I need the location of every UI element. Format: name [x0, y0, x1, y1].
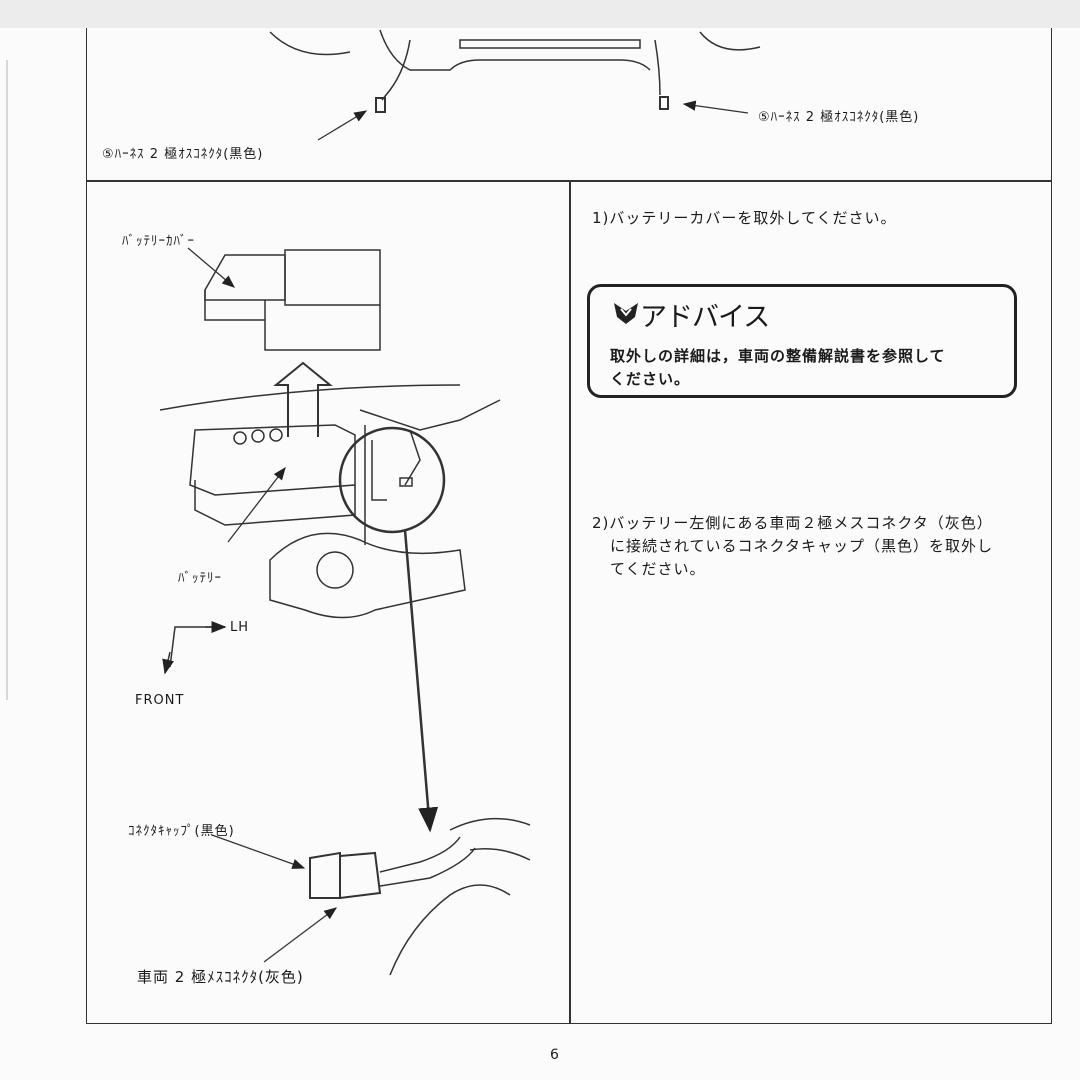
advice-icon	[614, 303, 638, 324]
page-edge-mark	[6, 60, 8, 700]
vehicle-underbody-sketch	[269, 29, 761, 71]
document-page	[0, 28, 1080, 1080]
left-connector-label: ⑤ﾊｰﾈｽ 2 極ｵｽｺﾈｸﾀ(黒色)	[102, 147, 264, 162]
battery-cover-label: ﾊﾞｯﾃﾘｰｶﾊﾞｰ	[122, 234, 195, 249]
advice-box: アドバイス 取外しの詳細は，車両の整備解説書を参照して ください。	[587, 284, 1017, 398]
step-1-number: 1)	[592, 209, 610, 227]
step-1: 1)バッテリーカバーを取外してください。	[592, 207, 897, 230]
right-connector-label: ⑤ﾊｰﾈｽ 2 極ｵｽｺﾈｸﾀ(黒色)	[758, 110, 920, 125]
column-divider	[569, 181, 571, 1024]
advice-text: 取外しの詳細は，車両の整備解説書を参照して ください。	[610, 345, 1010, 391]
advice-text-line-2: ください。	[610, 370, 691, 388]
step-2-text-line-3: てください。	[610, 560, 706, 578]
step-2-text-line-1: バッテリー左側にある車両２極メスコネクタ（灰色）	[609, 514, 993, 532]
left-connector-icon	[375, 97, 386, 113]
step-1-text: バッテリーカバーを取外してください。	[609, 209, 897, 227]
right-connector-icon	[659, 96, 669, 110]
direction-indicator	[169, 626, 225, 668]
step-2-text-line-2: に接続されているコネクタキャップ（黒色）を取外し	[610, 537, 993, 555]
battery-label: ﾊﾞｯﾃﾘｰ	[178, 571, 222, 586]
detail-callout-circle	[338, 426, 446, 534]
connector-detail-drawing	[309, 817, 531, 976]
left-harness-wire	[381, 39, 411, 101]
page-number: 6	[550, 1047, 559, 1063]
connector-cap-label: ｺﾈｸﾀｷｬｯﾌﾟ(黒色)	[128, 824, 235, 839]
lift-arrow	[273, 361, 333, 437]
vehicle-connector-label: 車両 2 極ﾒｽｺﾈｸﾀ(灰色)	[137, 968, 304, 986]
viewer-top-bar	[0, 0, 1080, 28]
direction-front-label: FRONT	[135, 693, 185, 708]
advice-title: アドバイス	[640, 302, 770, 333]
direction-lh-label: LH	[230, 620, 250, 635]
advice-text-line-1: 取外しの詳細は，車両の整備解説書を参照して	[610, 347, 946, 365]
step-2: 2)バッテリー左側にある車両２極メスコネクタ（灰色） に接続されているコネクタキ…	[592, 512, 993, 581]
detail-leader-line	[403, 529, 439, 833]
step-2-number: 2)	[592, 514, 610, 532]
battery-cover-drawing	[204, 249, 381, 351]
right-harness-wire	[654, 39, 661, 96]
